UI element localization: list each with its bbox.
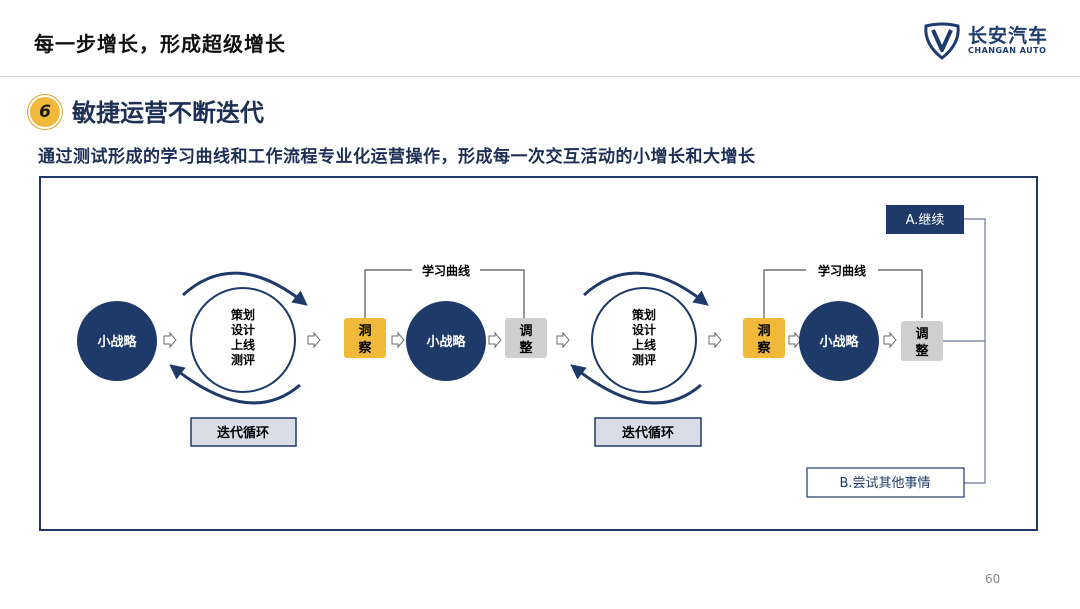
small-strategy-node-3 — [799, 301, 879, 381]
iteration-loop-circle-2 — [591, 287, 697, 393]
small-strategy-node-1 — [77, 301, 157, 381]
diagram-frame — [39, 176, 1038, 531]
insight-box-1 — [344, 318, 386, 358]
flow-arrow-icon — [488, 331, 502, 349]
flow-arrow-icon — [391, 331, 405, 349]
flow-arrow-icon — [788, 331, 802, 349]
flow-arrow-icon — [883, 331, 897, 349]
flow-arrow-icon — [163, 331, 177, 349]
insight-label-2a: 洞 — [757, 324, 770, 339]
adjust-label-2b: 整 — [914, 343, 929, 359]
loop-step-plan-2: 策划 — [632, 307, 656, 322]
loop-arrow-bottom-icon — [169, 364, 301, 405]
adjust-label-1a: 调 — [519, 324, 532, 339]
logo-text-cn: 长安汽车 — [968, 25, 1049, 47]
loop-step-evaluate-2: 测评 — [632, 352, 656, 367]
option-a-box — [886, 205, 964, 234]
section-number-badge: 6 — [28, 95, 62, 129]
branch-connector — [943, 340, 986, 484]
header-title: 每一步增长，形成超级增长 — [34, 32, 286, 56]
flow-arrow-icon — [556, 331, 570, 349]
insight-box-2 — [743, 318, 785, 358]
option-b-box — [806, 467, 965, 498]
logo-text-en: CHANGAN AUTO — [968, 46, 1047, 55]
section-title: 敏捷运营不断迭代 — [72, 99, 264, 127]
insight-label-2b: 察 — [757, 340, 771, 356]
learning-curve-line-2 — [763, 269, 806, 318]
loop-step-plan-1: 策划 — [231, 307, 255, 322]
loop-arrow-top-icon — [582, 271, 709, 306]
loop-step-design-1: 设计 — [231, 322, 255, 337]
loop-step-evaluate-1: 测评 — [231, 352, 255, 367]
changan-logo-icon — [924, 22, 960, 60]
insight-label-1b: 察 — [358, 340, 372, 356]
adjust-label-1b: 整 — [518, 340, 533, 356]
learning-curve-line-1 — [364, 269, 412, 318]
small-strategy-label-2: 小战略 — [426, 334, 466, 350]
section-subtitle: 通过测试形成的学习曲线和工作流程专业化运营操作，形成每一次交互活动的小增长和大增… — [38, 147, 756, 167]
loop-step-design-2: 设计 — [632, 322, 656, 337]
iteration-label-box-1 — [190, 417, 297, 447]
option-a-label: A.继续 — [906, 213, 945, 228]
brand-logo: 长安汽车 CHANGAN AUTO — [922, 20, 1062, 60]
loop-step-launch-2: 上线 — [632, 337, 656, 352]
flow-arrow-icon — [708, 331, 722, 349]
adjust-label-2a: 调 — [915, 327, 928, 342]
page-number: 60 — [985, 572, 1001, 586]
small-strategy-node-2 — [406, 301, 486, 381]
flow-arrow-icon — [307, 331, 321, 349]
loop-step-launch-1: 上线 — [231, 337, 255, 352]
loop-arrow-top-icon — [181, 271, 308, 306]
iteration-loop-circle-1 — [190, 287, 296, 393]
iteration-label-box-2 — [594, 417, 702, 447]
insight-label-1a: 洞 — [358, 324, 371, 339]
adjust-box-2 — [901, 321, 943, 361]
learning-curve-line-1b — [480, 269, 525, 318]
learning-curve-label-2: 学习曲线 — [818, 263, 866, 278]
small-strategy-label-1: 小战略 — [97, 334, 137, 350]
branch-connector-a — [964, 218, 986, 341]
adjust-box-1 — [505, 318, 547, 358]
iteration-label-2: 迭代循环 — [622, 425, 674, 441]
header-divider — [0, 76, 1080, 77]
option-b-label: B.尝试其他事情 — [839, 476, 930, 491]
learning-curve-label-1: 学习曲线 — [422, 263, 470, 278]
iteration-label-1: 迭代循环 — [217, 425, 269, 441]
loop-arrow-bottom-icon — [570, 364, 702, 405]
small-strategy-label-3: 小战略 — [819, 334, 859, 350]
learning-curve-line-2b — [878, 269, 923, 318]
